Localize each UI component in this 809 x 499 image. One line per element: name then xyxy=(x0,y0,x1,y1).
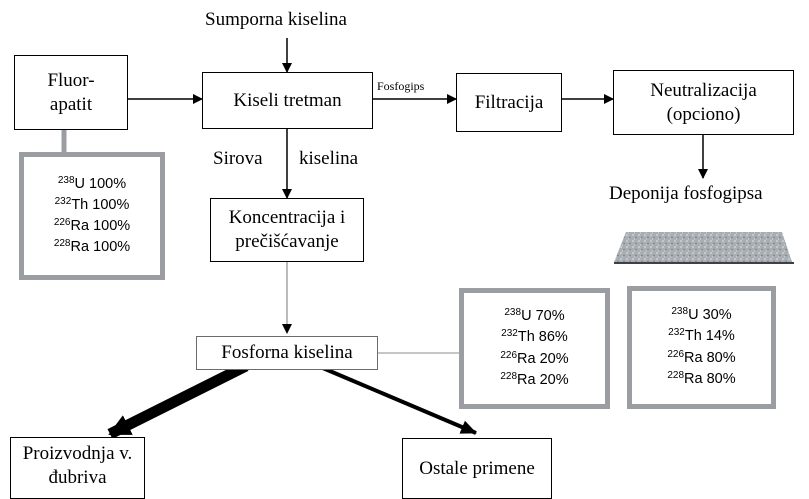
fluorapatit-box: Fluor- apatit xyxy=(14,55,128,130)
ostale-primene-label: Ostale primene xyxy=(419,457,535,479)
fosforna-kiselina-label: Fosforna kiselina xyxy=(221,342,353,364)
fluorapatit-line1: Fluor- xyxy=(47,69,95,91)
sirova-label: Sirova xyxy=(213,148,263,169)
edge-fosforna-to-ostale xyxy=(317,364,477,435)
fosforna-th232-row: 232Th 86% xyxy=(501,328,568,346)
proizvodnja-box: Proizvodnja v. đubriva xyxy=(10,437,145,499)
fluorapatit-distribution-box: 238U 100% 232Th 100% 226Ra 100% 228Ra 10… xyxy=(19,152,165,280)
filtracija-label: Filtracija xyxy=(474,91,544,113)
fluorapatit-u238-row: 238U 100% xyxy=(57,174,127,192)
kiselina-label: kiselina xyxy=(299,148,359,169)
proizvodnja-line2: đubriva xyxy=(48,466,107,488)
koncentracija-line2: prečišćavanje xyxy=(235,231,339,252)
fosfogips-u238-row: 238U 30% xyxy=(671,306,732,324)
koncentracija-box: Koncentracija i prečišćavanje xyxy=(210,198,364,262)
fluorapatit-ra226-row: 226Ra 100% xyxy=(53,217,131,234)
fosforna-ra226-row: 226Ra 20% xyxy=(500,349,569,367)
fosfogips-th232-row: 232Th 14% xyxy=(668,327,735,345)
proizvodnja-line1: Proizvodnja v. xyxy=(22,443,133,464)
neutralizacija-line2: (opciono) xyxy=(666,103,741,125)
fluorapatit-th232-row: 232Th 100% xyxy=(54,195,130,213)
fosfogips-label: Fosfogips xyxy=(377,79,425,93)
fosfogips-ra226-row: 226Ra 80% xyxy=(667,348,736,366)
fluorapatit-ra228-row: 228Ra 100% xyxy=(53,238,131,256)
fosforna-u238-row: 238U 70% xyxy=(504,307,565,325)
kiseli-tretman-box: Kiseli tretman xyxy=(202,72,373,129)
filtracija-box: Filtracija xyxy=(456,73,562,132)
fosfogips-ra228-row: 228Ra 80% xyxy=(667,369,736,387)
ostale-primene-box: Ostale primene xyxy=(402,438,552,499)
neutralizacija-box: Neutralizacija (opciono) xyxy=(613,70,794,135)
sumporna-kiselina-label: Sumporna kiselina xyxy=(205,9,347,30)
fosfogips-pile xyxy=(614,232,794,264)
kiseli-tretman-label: Kiseli tretman xyxy=(233,89,342,111)
fluorapatit-line2: apatit xyxy=(49,93,93,115)
fosfogips-distribution-box: 238U 30% 232Th 14% 226Ra 80% 228Ra 80% xyxy=(627,286,776,409)
deponija-fosfogipsa-label: Deponija fosfogipsa xyxy=(609,183,763,204)
fosforna-kiselina-box: Fosforna kiselina xyxy=(196,336,378,370)
fosforna-distribution-box: 238U 70% 232Th 86% 226Ra 20% 228Ra 20% xyxy=(459,288,610,409)
edge-fosforna-to-proizvodnja xyxy=(107,361,249,439)
koncentracija-line1: Koncentracija i xyxy=(228,207,346,229)
fosforna-ra228-row: 228Ra 20% xyxy=(500,370,569,388)
neutralizacija-line1: Neutralizacija xyxy=(650,79,757,101)
